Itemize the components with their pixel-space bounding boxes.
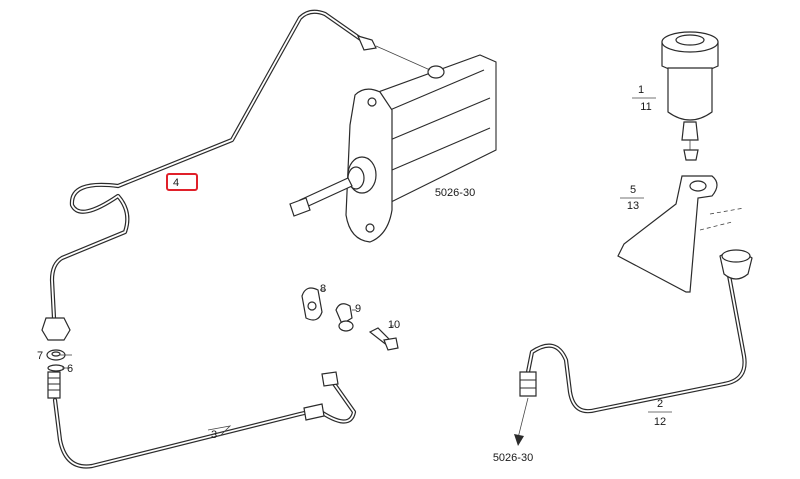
bracket-part-5 [617,175,745,293]
callout-hose-right-bottom: 12 [654,416,666,428]
reservoir-part-1 [661,31,719,161]
union-part-9 [335,303,354,332]
callout-oring: 6 [67,363,73,375]
callout-hose-lower: 3 [211,429,217,441]
callout-union: 9 [355,303,361,315]
callout-washer: 7 [37,350,43,362]
leader-lines [60,97,672,437]
master-cylinder [289,45,497,243]
callout-clip: 8 [320,283,326,295]
callout-reservoir-bottom: 11 [640,101,651,113]
callout-hose-right-top: 2 [657,398,663,410]
callout-labels: 1 11 5 13 2 12 3 7 6 8 9 10 5026-30 5026… [37,84,666,464]
clip-part-8 [301,287,323,321]
callout-pipe-upper: 4 [173,177,179,189]
callout-arrow-ref: 5026-30 [493,452,533,464]
washer-part-7 [46,349,66,361]
callout-bracket-top: 5 [630,184,636,196]
pipe-part-4 [41,9,377,341]
callout-reservoir-top: 1 [638,84,644,96]
hose-part-3 [47,371,357,469]
hose-part-2 [519,249,753,414]
reference-arrow [514,397,529,446]
callout-cylinder-ref: 5026-30 [435,187,475,199]
bolt-part-10 [368,327,399,351]
callout-bracket-bottom: 13 [627,200,639,212]
oring-part-6 [47,364,65,372]
highlight-box [166,173,198,191]
callout-bolt: 10 [388,319,400,331]
